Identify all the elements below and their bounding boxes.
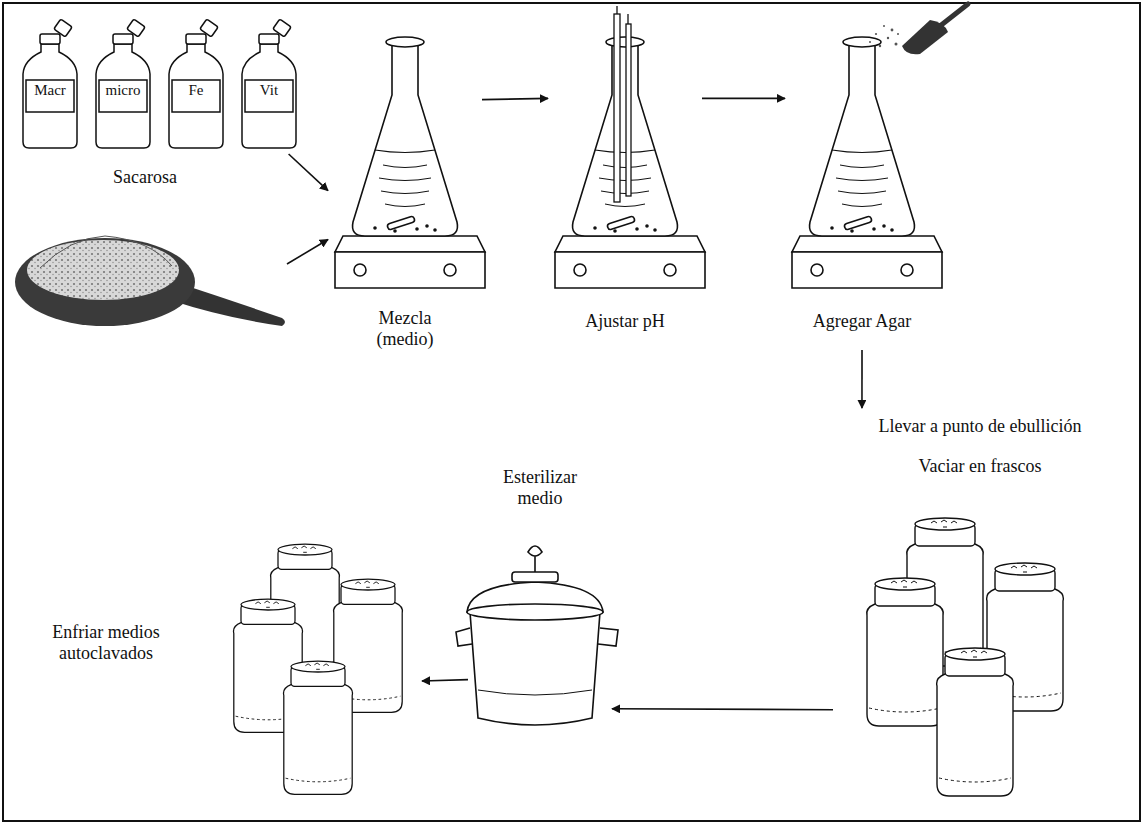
jars-autoclaved [234,544,403,794]
step-label: Vit [241,82,297,99]
step-label: Esterilizar medio [490,467,590,508]
flow-arrow [422,680,468,681]
agar-spoon [869,4,968,54]
stock-bottle: Vit [241,30,297,152]
process-step: Agregar Agar [787,28,937,348]
process-step: Enfriar medios autoclavados [50,530,420,815]
flow-arrow [482,98,548,99]
flow-arrow [702,98,785,100]
stock-bottle: Fe [168,30,224,152]
step-label: Sacarosa [70,167,220,188]
step-label: Mezcla (medio) [360,308,450,349]
flow-arrow [289,154,328,191]
stock-bottles [23,19,296,148]
autoclave [456,546,618,725]
ph-probe [614,6,631,202]
step-label: Enfriar medios autoclavados [50,622,162,663]
step-label: Vaciar en frascos [843,456,1117,477]
ingredient: Sacarosa [15,165,285,345]
flow-arrow [287,239,328,264]
step-label: Agregar Agar [787,311,937,332]
frame [3,3,1140,821]
process-step: Ajustar pH [550,28,700,348]
flow-arrow [612,708,833,711]
flow-arrow [861,350,863,408]
process-step: Esterilizar medio [470,465,610,730]
stock-bottle: micro [95,30,151,152]
step-label: micro [95,82,151,99]
stir-stations [335,37,942,288]
step-label: Ajustar pH [550,311,700,332]
stock-bottle: Macr [22,30,78,152]
process-step: Mezcla (medio) [330,28,480,353]
jars-filled [867,518,1064,796]
process-step: Llevar a punto de ebulliciónVaciar en fr… [835,410,1125,815]
step-label: Macr [22,82,78,99]
step-label: Llevar a punto de ebullición [843,416,1117,437]
step-label: Fe [168,82,224,99]
sugar-spoon [15,236,285,326]
